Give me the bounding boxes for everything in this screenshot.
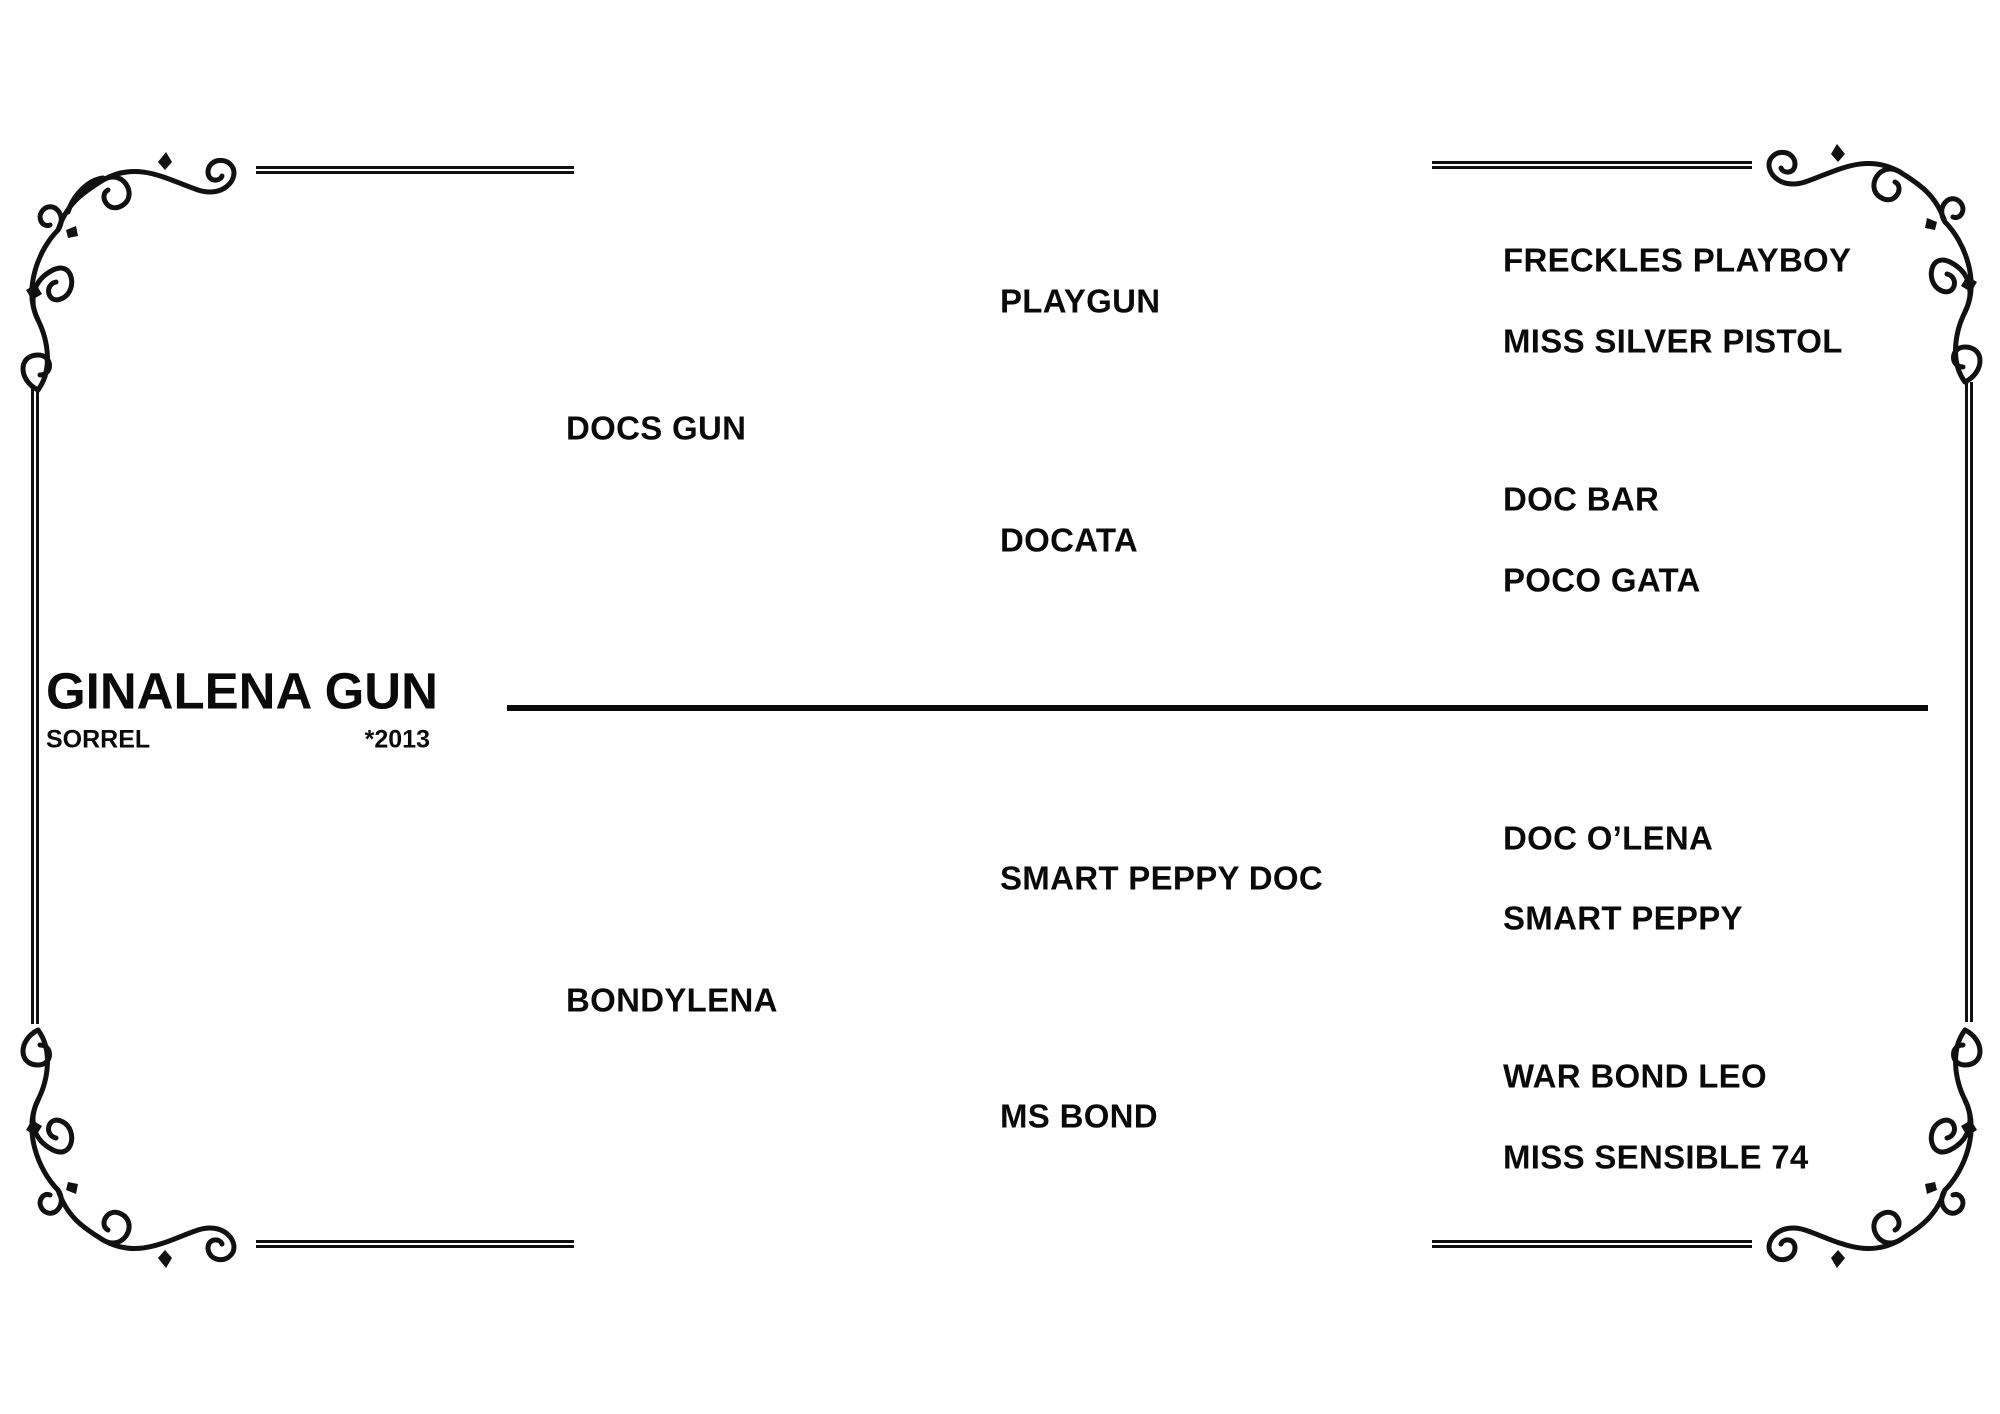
ornament-corner-icon (1766, 144, 1983, 385)
horse-color: SORREL (46, 725, 151, 754)
sire: DOCS GUN (566, 409, 747, 447)
frame-top-right-line (1432, 161, 1752, 169)
sire-dam-sire: DOC BAR (1503, 480, 1660, 518)
ornament-corner-icon (20, 1027, 237, 1268)
horse-name: GINALENA GUN (46, 662, 438, 720)
dam-dam: MS BOND (1000, 1097, 1158, 1135)
dam-sire: SMART PEPPY DOC (1000, 859, 1323, 897)
sire-sire-sire: FRECKLES PLAYBOY (1503, 241, 1852, 279)
frame-right-line (1965, 382, 1973, 1022)
sire-sire-dam: MISS SILVER PISTOL (1503, 322, 1843, 360)
frame-left-line (31, 388, 39, 1024)
sire-dam: DOCATA (1000, 521, 1139, 559)
dam-dam-dam: MISS SENSIBLE 74 (1503, 1138, 1809, 1176)
sire-dam-divider (507, 705, 1928, 711)
dam: BONDYLENA (566, 981, 778, 1019)
sire-sire: PLAYGUN (1000, 282, 1161, 320)
ornament-corner-icon (20, 152, 237, 393)
dam-dam-sire: WAR BOND LEO (1503, 1057, 1767, 1095)
ornament-corner-icon (1766, 1027, 1983, 1268)
sire-dam-dam: POCO GATA (1503, 561, 1701, 599)
frame-top-left-line (256, 166, 574, 174)
horse-birth-year: *2013 (364, 725, 430, 754)
frame-bottom-left-line (256, 1240, 574, 1248)
dam-sire-sire: DOC O’LENA (1503, 819, 1714, 857)
frame-bottom-right-line (1432, 1240, 1752, 1248)
dam-sire-dam: SMART PEPPY (1503, 899, 1743, 937)
